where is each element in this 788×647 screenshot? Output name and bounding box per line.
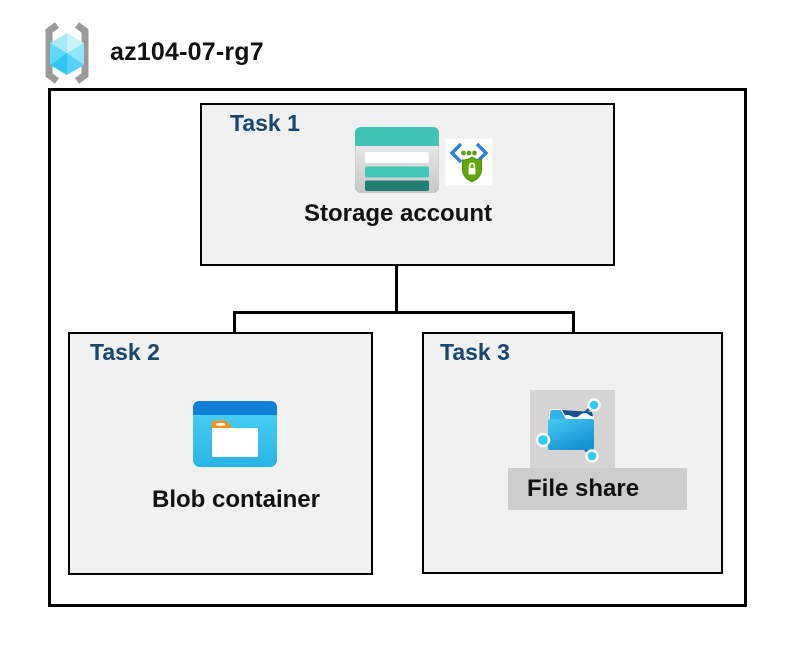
resource-group-icon: [45, 22, 89, 84]
connector-horizontal: [233, 311, 575, 314]
blob-container-label: Blob container: [151, 486, 320, 513]
task1-label: Task 1: [230, 110, 300, 136]
connector-storage-stem: [395, 231, 398, 313]
api-lock-icon: [445, 138, 493, 186]
file-share-label: File share: [527, 475, 640, 502]
task2-label: Task 2: [90, 339, 160, 365]
file-share-label-highlight: File share: [508, 468, 687, 510]
storage-account-icon: [355, 127, 439, 193]
task3-label: Task 3: [440, 339, 510, 365]
resource-group-title: az104-07-rg7: [110, 38, 264, 66]
blob-container-icon: [193, 401, 277, 467]
task3-box: [422, 332, 723, 574]
storage-account-label: Storage account: [303, 200, 493, 227]
file-share-icon: [535, 398, 601, 463]
